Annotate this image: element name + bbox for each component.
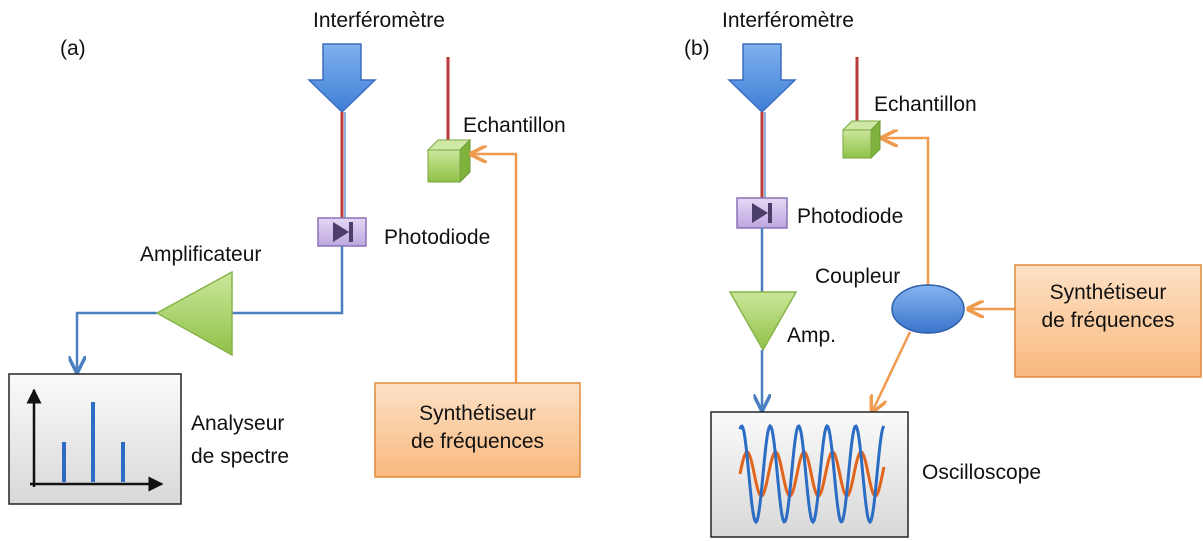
sample-cube-b [841,119,882,160]
coupler-ellipse [891,284,965,334]
oscilloscope-wave-blue [738,423,886,525]
panel-b [710,43,1202,538]
amp-label-b: Amp. [787,324,837,347]
synthesizer-label-a-line2: de fréquences [410,430,545,454]
synthesizer-label-b-line2: de fréquences [1041,309,1175,333]
interferometer-label-a: Interféromètre [313,9,445,32]
coupler-label: Coupleur [815,265,901,288]
signal-wire-a [232,246,344,315]
synthesizer-label-a: Synthétiseur de fréquences [375,400,580,457]
photodiode-label-a: Photodiode [384,226,491,249]
amplifier-a [155,270,233,357]
amplifier-label-a: Amplificateur [140,243,262,266]
interferometer-label-b: Interféromètre [722,9,854,32]
synthesizer-box-a [374,382,581,478]
sample-label-a: Echantillon [463,114,566,137]
amplifier-b [728,291,798,352]
coupler-to-sample-wire [884,138,930,285]
oscilloscope-box [710,411,909,538]
panel-a [8,43,581,505]
coupler-to-scope-wire [873,331,912,410]
analyzer-label-line2: de spectre [191,445,290,468]
synthesizer-label-b: Synthétiseur de fréquences [1015,279,1201,336]
sample-label-b: Echantillon [874,93,977,116]
sample-cube-a [426,138,472,184]
panel-b-tag: (b) [684,37,710,60]
photodiode-b [736,197,788,229]
synthesizer-label-a-line1: Synthétiseur [419,402,536,425]
panel-a-tag: (a) [60,37,86,60]
photodiode-label-b: Photodiode [797,205,904,228]
signal-wire-a2 [77,311,157,370]
analyzer-label-line1: Analyseur [191,412,285,435]
photodiode-a [317,217,367,247]
interferometer-arrow-a [307,43,377,114]
synth-wire-a [473,154,518,383]
spectrum-analyzer-box [8,373,182,505]
oscilloscope-label: Oscilloscope [922,461,1042,484]
synthesizer-label-b-line1: Synthétiseur [1049,281,1167,304]
interferometer-arrow-b [727,43,797,114]
synthesizer-box-b [1014,264,1202,378]
